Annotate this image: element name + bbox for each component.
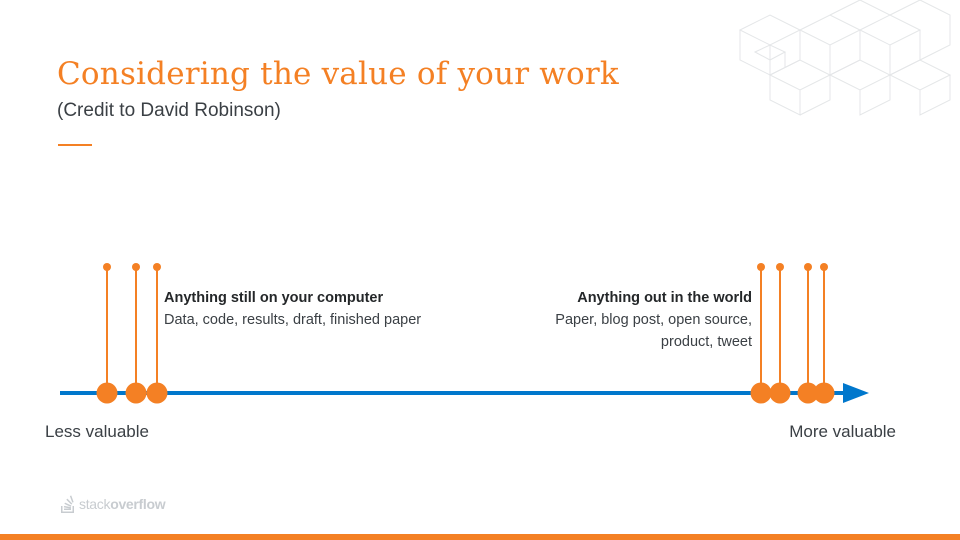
local-work-heading: Anything still on your computer — [164, 290, 384, 306]
marker-pin — [769, 263, 791, 404]
title-accent-rule — [58, 144, 92, 146]
marker-pin — [146, 263, 168, 404]
stackoverflow-logo: stackoverflow — [60, 494, 166, 514]
marker-pin — [96, 263, 118, 404]
marker-pin — [813, 263, 835, 404]
marker-pin — [750, 263, 772, 404]
group-world-markers — [750, 263, 835, 404]
stackoverflow-logo-icon — [61, 495, 74, 513]
marker-pin — [125, 263, 147, 404]
local-work-note: Anything still on your computer Data, co… — [164, 287, 421, 331]
more-valuable-label: More valuable — [789, 422, 896, 441]
world-work-detail-line2: product, tweet — [660, 334, 752, 350]
world-work-detail-line1: Paper, blog post, open source, — [555, 312, 752, 328]
slide-subtitle: (Credit to David Robinson) — [57, 100, 281, 121]
slide-title: Considering the value of your work — [57, 56, 619, 92]
footer-accent-bar — [0, 534, 960, 540]
value-axis-arrowhead — [843, 383, 869, 403]
logo-text-light: stack — [79, 496, 111, 512]
less-valuable-label: Less valuable — [45, 422, 149, 441]
group-local-markers — [96, 263, 168, 404]
logo-text-bold: overflow — [110, 496, 166, 512]
local-work-detail: Data, code, results, draft, finished pap… — [164, 312, 422, 328]
world-work-heading: Anything out in the world — [577, 290, 752, 306]
world-work-note: Anything out in the world Paper, blog po… — [512, 287, 752, 353]
marker-pin — [797, 263, 819, 404]
decorative-cube-pattern — [738, 0, 952, 116]
